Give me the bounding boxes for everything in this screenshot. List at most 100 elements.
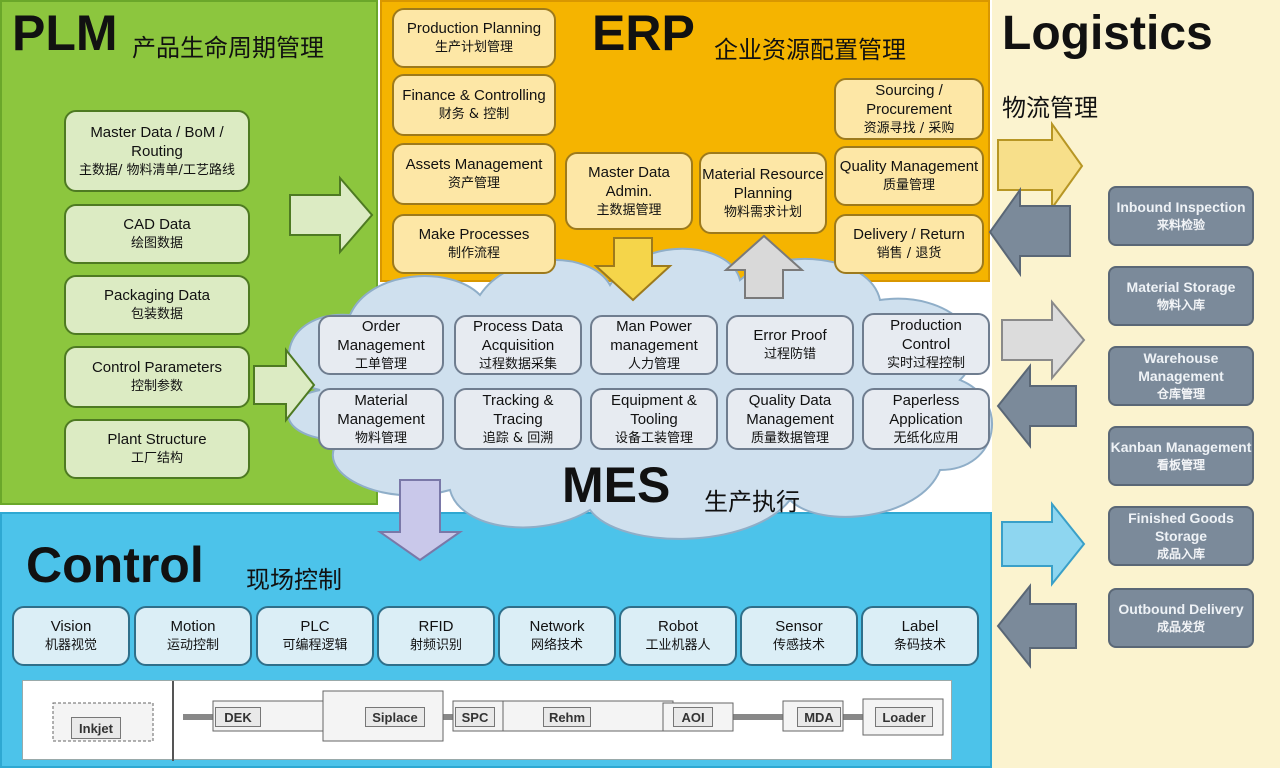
equipment-rehm: Rehm — [543, 707, 591, 727]
mes-item-label: Quality Data Management — [746, 391, 834, 428]
control-item-label: PLC — [300, 618, 330, 635]
control-item-network: Network 网络技术 — [498, 606, 616, 666]
mes-item-order-management: Order Management 工单管理 — [318, 315, 444, 375]
mes-item-tracking-tracing: Tracking & Tracing 追踪 & 回溯 — [454, 388, 582, 450]
equipment-spc: SPC — [455, 707, 495, 727]
mes-item-label-zh: 追踪 & 回溯 — [482, 430, 554, 446]
plm-subtitle: 产品生命周期管理 — [132, 34, 324, 62]
logistics-subtitle: 物流管理 — [1002, 94, 1098, 122]
mes-item-process-data-acquisition: Process Data Acquisition 过程数据采集 — [454, 315, 582, 375]
control-subtitle: 现场控制 — [246, 566, 342, 594]
mes-item-label: Tracking & Tracing — [482, 391, 554, 428]
plm-item-label-zh: 绘图数据 — [130, 236, 183, 251]
control-item-robot: Robot 工业机器人 — [619, 606, 737, 666]
control-item-plc: PLC 可编程逻辑 — [256, 606, 374, 666]
erp-item-finance-controlling: Finance & Controlling 财务 & 控制 — [392, 74, 556, 136]
plm-item-label: Packaging Data — [104, 287, 210, 304]
erp-item-label: Sourcing / Procurement — [866, 81, 952, 118]
erp-item-label-zh: 销售 / 退货 — [876, 246, 942, 261]
logistics-item-label-zh: 物料入库 — [1156, 298, 1205, 312]
control-item-label-zh: 条码技术 — [893, 638, 946, 653]
mes-item-man-power-management: Man Power management 人力管理 — [590, 315, 718, 375]
control-item-rfid: RFID 射频识别 — [377, 606, 495, 666]
equipment-siplace: Siplace — [365, 707, 425, 727]
control-item-label-zh: 机器视觉 — [44, 638, 97, 653]
mes-item-label-zh: 工单管理 — [354, 356, 407, 372]
control-item-label: Network — [529, 618, 585, 635]
plm-item-label-zh: 主数据/ 物料清单/工艺路线 — [79, 162, 235, 178]
control-item-label-text: Label — [901, 618, 939, 635]
mes-item-label: Error Proof — [753, 327, 827, 344]
logistics-item-label: Material Storage — [1126, 279, 1236, 295]
plm-item-cad-data: CAD Data 绘图数据 — [64, 204, 250, 264]
mes-subtitle: 生产执行 — [704, 488, 800, 516]
erp-subtitle: 企业资源配置管理 — [714, 36, 906, 64]
erp-item-delivery-return: Delivery / Return 销售 / 退货 — [834, 214, 984, 274]
erp-item-label-zh: 质量管理 — [882, 178, 935, 193]
plm-item-label-zh: 包装数据 — [130, 307, 183, 322]
erp-item-assets-management: Assets Management 资产管理 — [392, 143, 556, 205]
erp-item-label: Master Data Admin. — [588, 163, 670, 200]
equipment-aoi: AOI — [673, 707, 713, 727]
logistics-item-kanban-management: Kanban Management 看板管理 — [1108, 426, 1254, 486]
mes-item-error-proof: Error Proof 过程防错 — [726, 315, 854, 375]
control-item-label: RFID — [418, 618, 454, 635]
mes-item-quality-data-management: Quality Data Management 质量数据管理 — [726, 388, 854, 450]
mes-item-paperless-application: Paperless Application 无纸化应用 — [862, 388, 990, 450]
control-item-motion: Motion 运动控制 — [134, 606, 252, 666]
mes-title: MES — [562, 457, 671, 513]
erp-item-label: Finance & Controlling — [402, 87, 546, 104]
control-item-label: Sensor — [775, 618, 823, 635]
logistics-item-outbound-delivery: Outbound Delivery 成品发货 — [1108, 588, 1254, 648]
mes-item-label-zh: 过程防错 — [763, 347, 816, 362]
erp-item-label-zh: 制作流程 — [447, 246, 500, 261]
mes-item-label: Process Data Acquisition — [472, 317, 564, 354]
logistics-item-label-zh: 来料检验 — [1156, 218, 1205, 232]
control-item-label-zh: 工业机器人 — [645, 638, 711, 653]
plm-item-control-parameters: Control Parameters 控制参数 — [64, 346, 250, 408]
control-item-label: Motion — [170, 618, 216, 635]
plm-title: PLM — [12, 5, 118, 61]
erp-item-label-zh: 物料需求计划 — [723, 204, 802, 220]
plm-item-label: Control Parameters — [91, 359, 223, 376]
mes-item-label: Order Management — [337, 317, 425, 354]
mes-item-label: Material Management — [337, 391, 425, 428]
mes-item-label-zh: 人力管理 — [627, 356, 680, 372]
plm-item-label: Plant Structure — [107, 431, 207, 448]
mes-item-production-control: Production Control 实时过程控制 — [862, 313, 990, 375]
logistics-item-label-zh: 成品入库 — [1156, 547, 1205, 561]
mes-item-label: Production Control — [890, 316, 962, 353]
erp-item-sourcing-procurement: Sourcing / Procurement 资源寻找 / 采购 — [834, 78, 984, 140]
erp-item-label: Assets Management — [405, 156, 543, 173]
equipment-loader: Loader — [875, 707, 933, 727]
mes-item-label-zh: 过程数据采集 — [478, 356, 557, 372]
mes-item-label-zh: 物料管理 — [354, 430, 407, 446]
erp-item-label: Material Resource Planning — [702, 165, 824, 202]
control-item-label-zh: 可编程逻辑 — [282, 638, 348, 653]
plm-item-plant-structure: Plant Structure 工厂结构 — [64, 419, 250, 479]
mes-item-label-zh: 无纸化应用 — [893, 430, 959, 446]
logistics-item-label: Kanban Management — [1110, 439, 1252, 455]
mes-item-label-zh: 设备工装管理 — [614, 430, 693, 446]
logistics-item-label-zh: 成品发货 — [1156, 620, 1205, 634]
logistics-item-label: Inbound Inspection — [1116, 199, 1246, 215]
mes-item-equipment-tooling: Equipment & Tooling 设备工装管理 — [590, 388, 718, 450]
control-item-vision: Vision 机器视觉 — [12, 606, 130, 666]
control-item-label: Vision — [50, 618, 92, 635]
mes-item-label: Paperless Application — [889, 391, 963, 428]
control-item-label-zh: 运动控制 — [166, 638, 219, 653]
plm-item-label: CAD Data — [123, 216, 191, 233]
control-item-label: Label 条码技术 — [861, 606, 979, 666]
erp-item-label-zh: 资产管理 — [447, 176, 500, 191]
erp-item-label: Production Planning — [406, 20, 542, 37]
erp-item-quality-management: Quality Management 质量管理 — [834, 146, 984, 206]
control-item-label-zh: 传感技术 — [772, 638, 825, 653]
erp-item-label-zh: 主数据管理 — [596, 202, 662, 218]
plm-item-master-data: Master Data / BoM / Routing 主数据/ 物料清单/工艺… — [64, 110, 250, 192]
logistics-item-label: Warehouse Management — [1138, 350, 1224, 384]
control-item-sensor: Sensor 传感技术 — [740, 606, 858, 666]
logistics-item-material-storage: Material Storage 物料入库 — [1108, 266, 1254, 326]
logistics-item-label-zh: 仓库管理 — [1156, 387, 1205, 401]
mes-item-material-management: Material Management 物料管理 — [318, 388, 444, 450]
erp-item-make-processes: Make Processes 制作流程 — [392, 214, 556, 274]
